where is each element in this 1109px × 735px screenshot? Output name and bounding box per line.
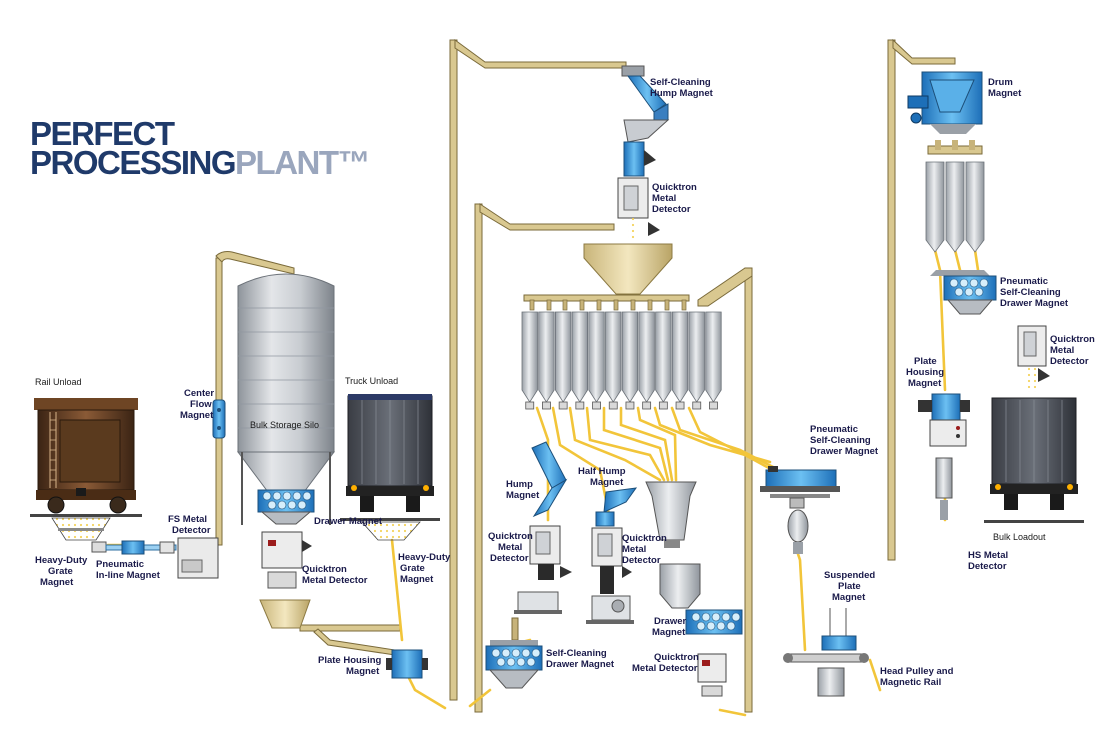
label-bulk-loadout: Bulk Loadout	[993, 532, 1046, 542]
storage-bin	[571, 311, 588, 403]
label-quicktron-4: Quicktron Metal Detector	[622, 533, 670, 566]
product-flow-lines	[106, 248, 980, 717]
storage-bin	[605, 311, 622, 403]
label-plate-housing-2: Plate Housing Magnet	[906, 356, 947, 389]
bin-feeder	[675, 401, 685, 410]
bin-feeder	[692, 401, 702, 410]
label-rail-unload: Rail Unload	[35, 377, 82, 387]
title-line-1: PERFECT	[30, 115, 175, 152]
bin-feeder	[658, 401, 668, 410]
bin-feeder	[575, 401, 585, 410]
label-drawer-magnet-1: Drawer Magnet	[314, 516, 383, 527]
pipework	[215, 38, 956, 713]
bin-feeder	[542, 401, 551, 410]
storage-bin	[655, 311, 672, 403]
storage-bin	[688, 311, 705, 403]
title-line-2a: PROCESSING	[30, 144, 235, 181]
drum-magnet	[907, 71, 983, 155]
label-head-pulley: Head Pulley and Magnetic Rail	[880, 666, 956, 688]
storage-bin	[588, 311, 605, 403]
bin-feeder	[558, 401, 568, 410]
label-quicktron-3: Quicktron Metal Detector	[488, 531, 536, 564]
label-pneumatic-self-cleaning-2: Pneumatic Self-Cleaning Drawer Magnet	[1000, 276, 1069, 309]
bin-feeder	[525, 401, 535, 410]
label-quicktron-1: Quicktron Metal Detector	[302, 564, 368, 586]
right-bin-bank	[925, 161, 985, 253]
suspended-plate-magnet	[783, 608, 869, 697]
center-flow-magnet	[212, 399, 226, 439]
truck-unload	[340, 394, 440, 541]
label-drawer-magnet-2: Drawer Magnet	[652, 616, 689, 638]
pneumatic-self-cleaning-drawer-2	[930, 270, 997, 315]
rail-car	[30, 398, 142, 541]
bin-feeder	[592, 401, 601, 410]
label-quicktron-6: Quicktron Metal Detector	[1050, 334, 1098, 367]
labels: Rail Unload Truck Unload Bulk Storage Si…	[35, 77, 1098, 688]
bin-feeder	[709, 401, 718, 410]
plate-housing-magnet-1	[386, 649, 428, 679]
storage-bin	[638, 311, 655, 403]
label-heavy-duty-grate-right: Heavy-Duty Grate Magnet	[398, 552, 453, 585]
label-bulk-storage-silo: Bulk Storage Silo	[250, 420, 319, 430]
label-pneumatic-inline: Pneumatic In-line Magnet	[96, 559, 161, 581]
label-truck-unload: Truck Unload	[345, 376, 398, 386]
bin-bank	[521, 311, 722, 410]
storage-bin	[671, 311, 689, 403]
label-fs-metal-detector: FS Metal Detector	[168, 514, 211, 536]
bin-feeder	[625, 401, 635, 410]
title-line-2: PROCESSINGPLANT™	[30, 144, 369, 181]
bin-feeder	[608, 401, 618, 410]
self-cleaning-hump-magnet	[583, 65, 673, 295]
storage-bin	[705, 311, 722, 403]
bulk-loadout-truck	[984, 397, 1084, 523]
bin-inlets	[529, 299, 687, 311]
title-logo: PERFECT PROCESSINGPLANT™	[30, 115, 371, 181]
plate-housing-magnet-2	[918, 393, 970, 520]
self-cleaning-drawer-magnet	[485, 617, 543, 689]
pneumatic-self-cleaning-drawer-1	[760, 466, 840, 554]
storage-bin	[521, 311, 538, 403]
label-self-cleaning-drawer: Self-Cleaning Drawer Magnet	[546, 648, 615, 670]
label-suspended-plate: Suspended Plate Magnet	[824, 570, 878, 603]
bin-feeder	[642, 401, 652, 410]
label-hump-magnet: Hump Magnet	[506, 479, 540, 501]
label-quicktron-2: Quicktron Metal Detector	[652, 182, 700, 215]
title-line-2b: PLANT™	[235, 144, 369, 181]
storage-bin	[538, 311, 555, 403]
label-pneumatic-self-cleaning-1: Pneumatic Self-Cleaning Drawer Magnet	[810, 424, 879, 457]
storage-bin	[555, 311, 572, 403]
label-half-hump-magnet: Half Hump Magnet	[578, 466, 628, 488]
storage-bin	[621, 311, 639, 403]
label-self-cleaning-hump: Self-Cleaning Hump Magnet	[650, 77, 714, 99]
bulk-storage-silo	[237, 273, 335, 629]
label-center-flow: Center Flow Magnet	[180, 388, 217, 421]
center-cyclone	[645, 481, 743, 697]
pneumatic-inline-magnet	[91, 537, 219, 579]
half-hump-magnet-assembly	[586, 487, 638, 624]
quicktron-6-unit	[1017, 325, 1050, 392]
label-quicktron-5: Quicktron Metal Detector	[632, 652, 702, 674]
label-heavy-duty-grate-left: Heavy-Duty Grate Magnet	[35, 555, 90, 588]
hump-magnet-assembly	[514, 441, 572, 614]
label-drum-magnet: Drum Magnet	[988, 77, 1022, 99]
label-plate-housing-1: Plate Housing Magnet	[318, 655, 384, 677]
label-hs-metal-detector: HS Metal Detector	[968, 550, 1011, 572]
